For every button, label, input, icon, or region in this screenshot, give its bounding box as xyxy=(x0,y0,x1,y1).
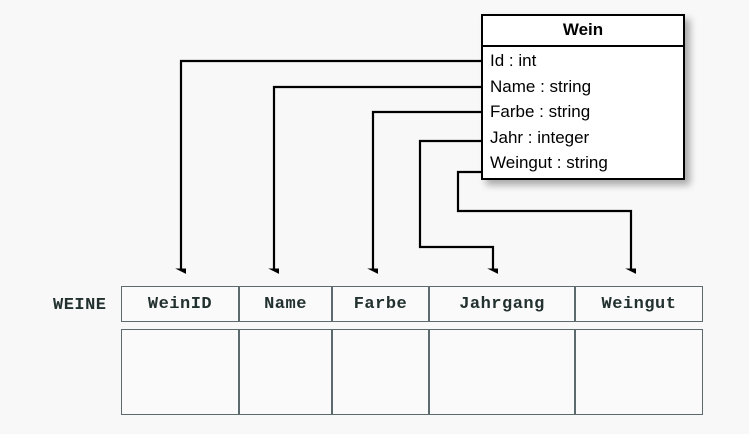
gap-cell xyxy=(239,322,332,329)
cell-jahrgang[interactable] xyxy=(429,329,575,415)
column-header-weingut[interactable]: Weingut xyxy=(575,286,703,322)
cell-weingut[interactable] xyxy=(575,329,703,415)
gap-cell xyxy=(332,322,429,329)
uml-class-box[interactable]: Wein Id : int Name : string Farbe : stri… xyxy=(481,14,685,180)
connector-name-to-name xyxy=(274,85,481,270)
cell-farbe[interactable] xyxy=(332,329,429,415)
column-header-farbe[interactable]: Farbe xyxy=(332,286,429,322)
class-name: Wein xyxy=(483,16,683,47)
connector-jahr-to-jahrgang xyxy=(418,139,493,270)
gap-cell xyxy=(575,322,703,329)
attribute-weingut: Weingut : string xyxy=(490,153,608,172)
attribute-id: Id : int xyxy=(490,51,537,70)
table-row[interactable] xyxy=(121,329,703,415)
cell-weinid[interactable] xyxy=(121,329,239,415)
connector-id-to-weinid xyxy=(181,59,481,270)
connector-weingut-to-weingut xyxy=(456,170,631,270)
column-header-jahrgang[interactable]: Jahrgang xyxy=(429,286,575,322)
attribute-name: Name : string xyxy=(490,76,592,96)
gap-cell xyxy=(429,322,575,329)
table-row-gap xyxy=(121,322,703,329)
column-header-weinid[interactable]: WeinID xyxy=(121,286,239,322)
attribute-list: Id : int Name : string Farbe : string Ja… xyxy=(483,47,683,178)
column-header-name[interactable]: Name xyxy=(239,286,332,322)
gap-cell xyxy=(121,322,239,329)
relation-table[interactable]: WeinID Name Farbe Jahrgang Weingut xyxy=(121,286,703,415)
attribute-farbe: Farbe : string xyxy=(490,102,591,121)
connector-farbe-to-farbe xyxy=(373,110,481,270)
relation-name-label: WEINE xyxy=(53,296,107,315)
cell-name[interactable] xyxy=(239,329,332,415)
table-header-row: WeinID Name Farbe Jahrgang Weingut xyxy=(121,286,703,322)
attribute-jahr: Jahr : integer xyxy=(490,127,590,147)
